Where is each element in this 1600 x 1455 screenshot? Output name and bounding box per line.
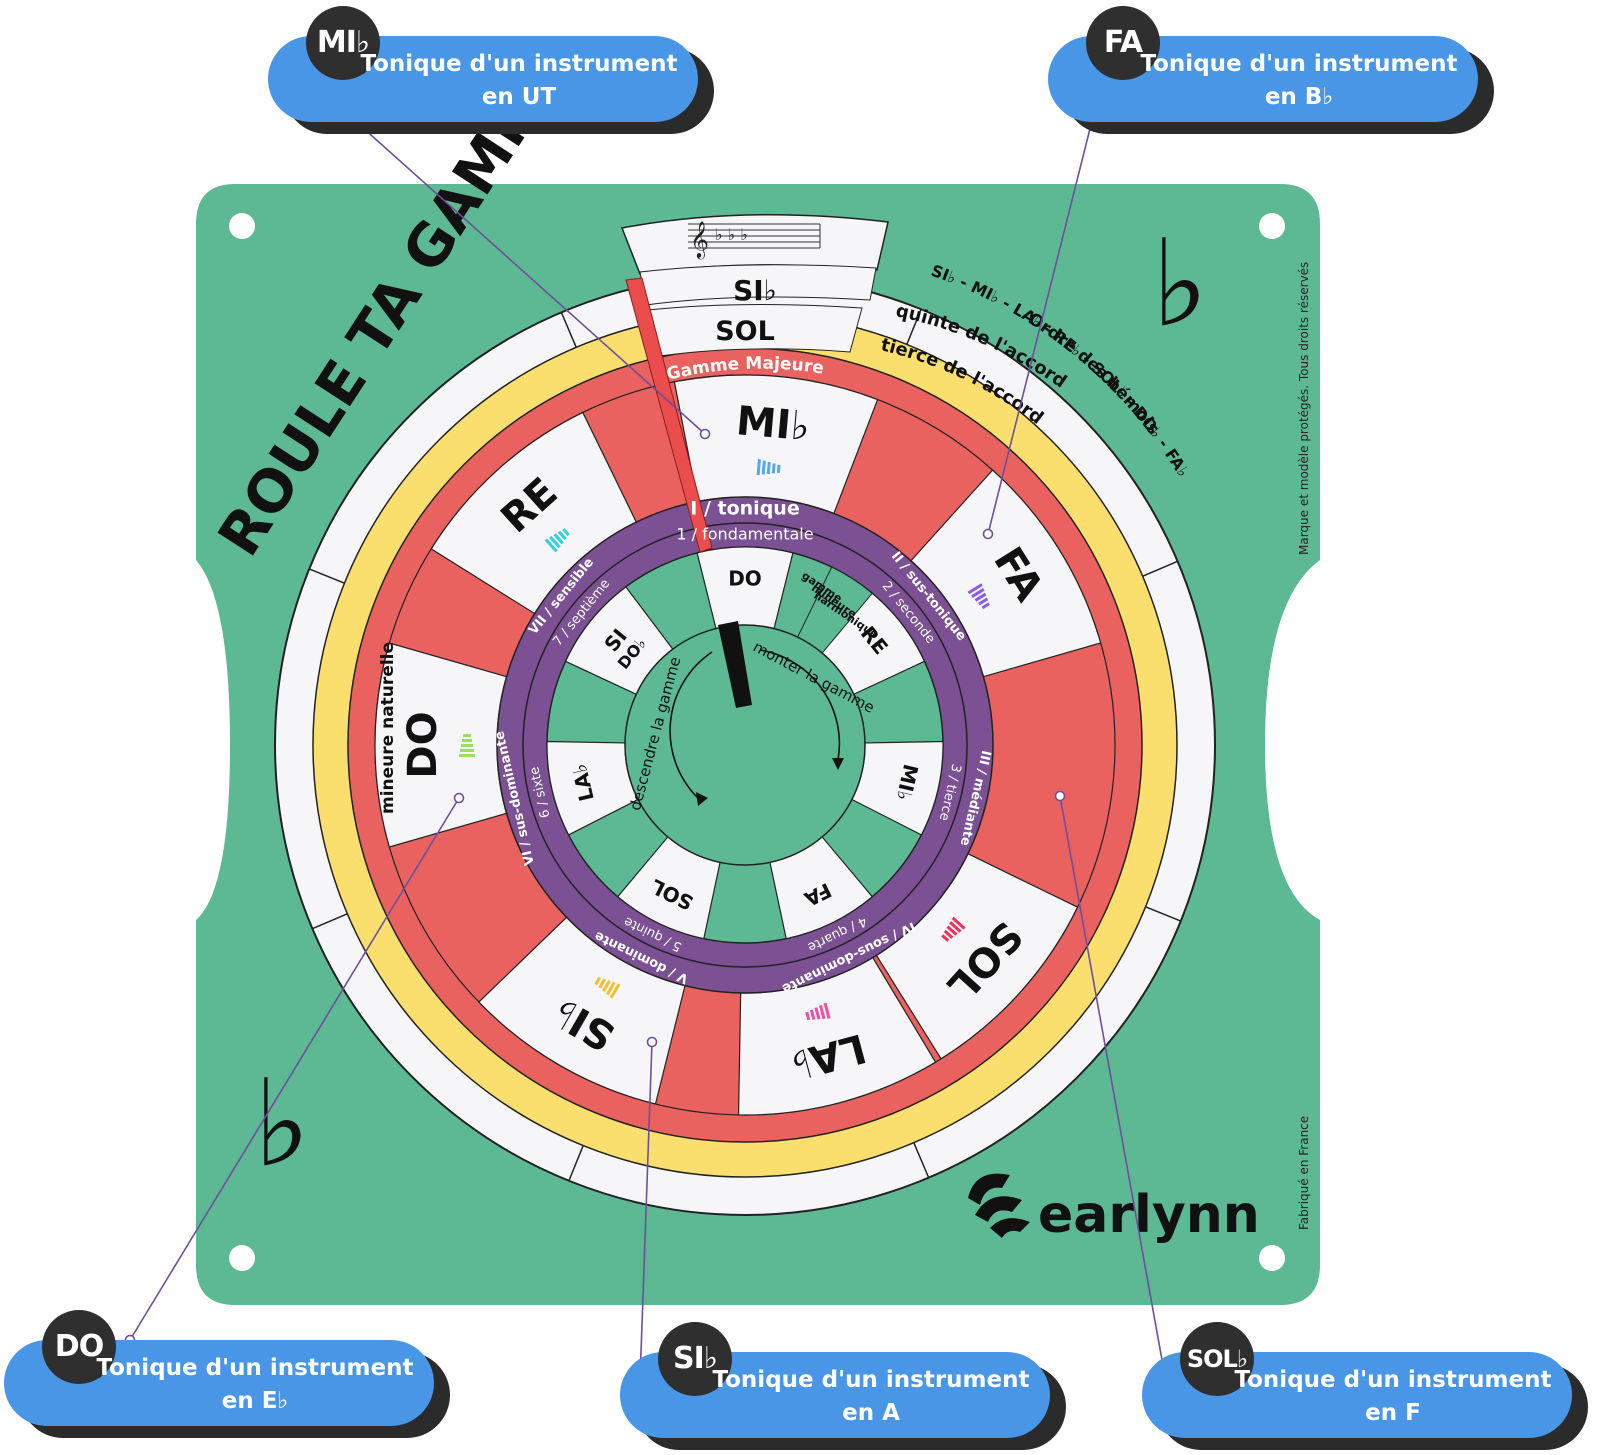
callout-badge: DO (42, 1310, 116, 1384)
copyright-text: Marque et modèle protégés. Tous droits r… (1297, 262, 1311, 555)
flat-icon: ♭ (1152, 215, 1209, 354)
black-pointer[interactable] (718, 621, 752, 708)
treble-clef-icon: 𝄞 (690, 220, 709, 259)
outer-divider (913, 1142, 930, 1178)
xylophone-icon (967, 583, 990, 610)
minor-natural-label: mineure naturelle (378, 642, 398, 814)
down-arrow-icon (669, 651, 713, 801)
mount-hole (1259, 213, 1285, 239)
outer-divider (568, 1145, 584, 1182)
outer-second-note: SOL (715, 316, 775, 347)
top-window (639, 264, 877, 306)
mount-hole (229, 213, 255, 239)
made-in-text: Fabriqué en France (1297, 1116, 1311, 1230)
inner-note-label: DO (728, 567, 762, 591)
up-arrow-icon (759, 649, 841, 761)
xylophone-icon (805, 1002, 831, 1021)
callout-badge: SI♭ (658, 1322, 732, 1396)
key-signature-flats: ♭ ♭ ♭ (715, 225, 748, 244)
music-staff (688, 223, 821, 249)
second-window (647, 303, 863, 357)
outer-top-note: SI♭ (733, 274, 777, 307)
outer-divider (308, 568, 345, 584)
down-arrowhead-icon (696, 792, 708, 806)
major-note-label: DO (400, 711, 446, 778)
degree-roman-label: I / tonique (690, 498, 799, 520)
major-note-label: MI♭ (734, 398, 811, 450)
outer-divider (1145, 906, 1182, 922)
ring-dividers (308, 308, 1182, 1182)
earlynn-logo-icon (968, 1173, 1030, 1238)
xylophone-icon (594, 976, 621, 999)
center-disc[interactable] (624, 624, 866, 866)
mount-hole (1259, 1245, 1285, 1271)
red-pointer[interactable] (625, 277, 713, 553)
outer-divider (906, 308, 922, 345)
outer-divider (312, 913, 348, 930)
outer-divider (1142, 560, 1178, 577)
xylophone-icon (941, 916, 966, 942)
mount-hole (229, 1245, 255, 1271)
flat-icon: ♭ (254, 1055, 311, 1194)
callout-badge: FA (1086, 6, 1160, 80)
up-arrowhead-icon (832, 758, 844, 770)
inner-note-windows (546, 546, 944, 940)
callout-badge: MI♭ (306, 6, 380, 80)
xylophone-icon (756, 459, 781, 476)
callout-badge: SOL♭ (1180, 1322, 1254, 1396)
degree-interval-label: 1 / fondamentale (676, 525, 813, 544)
callout-connectors (129, 83, 1169, 1394)
outer-divider (560, 312, 577, 348)
xylophone-icon (459, 734, 475, 757)
xylophone-icon (544, 528, 570, 553)
brand-name: earlynn (1038, 1185, 1260, 1245)
